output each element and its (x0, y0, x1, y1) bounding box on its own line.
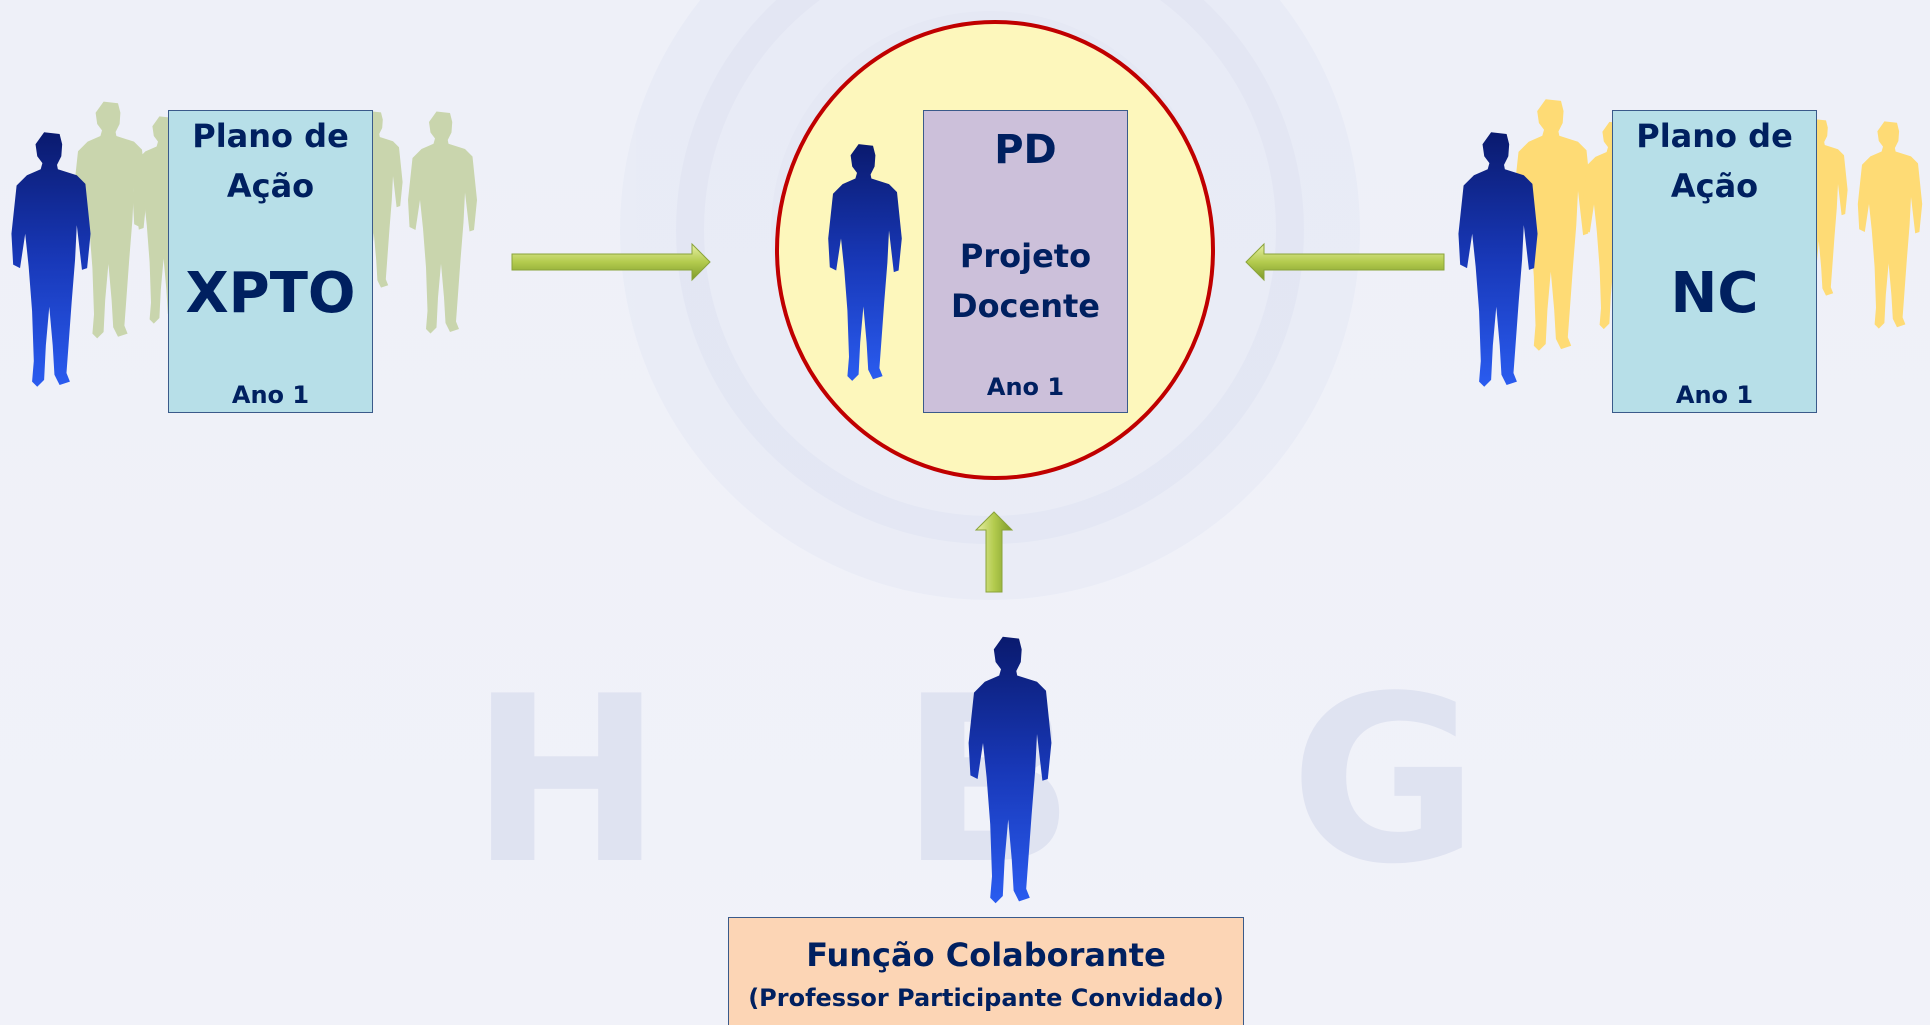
box-title: Função Colaborante (806, 936, 1166, 974)
watermark-letter-h: H (470, 648, 663, 915)
box-label-line1: Plano de (192, 117, 349, 155)
arrow-left-icon (1245, 242, 1445, 282)
box-year: Ano 1 (1675, 381, 1754, 409)
watermark-letter-g: G (1290, 648, 1479, 915)
box-code: NC (1670, 261, 1759, 326)
action-plan-box-right: Plano de Ação NC Ano 1 (1612, 110, 1817, 413)
collaborating-role-box: Função Colaborante (Professor Participan… (728, 917, 1244, 1025)
box-label-line2: Ação (1670, 167, 1759, 205)
box-label-line1: Projeto (959, 237, 1092, 275)
box-code: XPTO (185, 261, 356, 326)
box-year: Ano 1 (231, 381, 310, 409)
action-plan-box-left: Plano de Ação XPTO Ano 1 (168, 110, 373, 413)
box-year: Ano 1 (986, 373, 1065, 401)
teaching-project-box: PD Projeto Docente Ano 1 (923, 110, 1128, 413)
box-label-line2: Ação (226, 167, 315, 205)
box-label-line1: Plano de (1636, 117, 1793, 155)
box-label-line2: Docente (951, 287, 1100, 325)
box-subtitle: (Professor Participante Convidado) (748, 984, 1224, 1012)
watermark-letters: H B G (470, 648, 1479, 915)
arrow-up-icon (974, 511, 1014, 593)
box-title: PD (994, 127, 1057, 173)
arrow-right-icon (511, 242, 711, 282)
